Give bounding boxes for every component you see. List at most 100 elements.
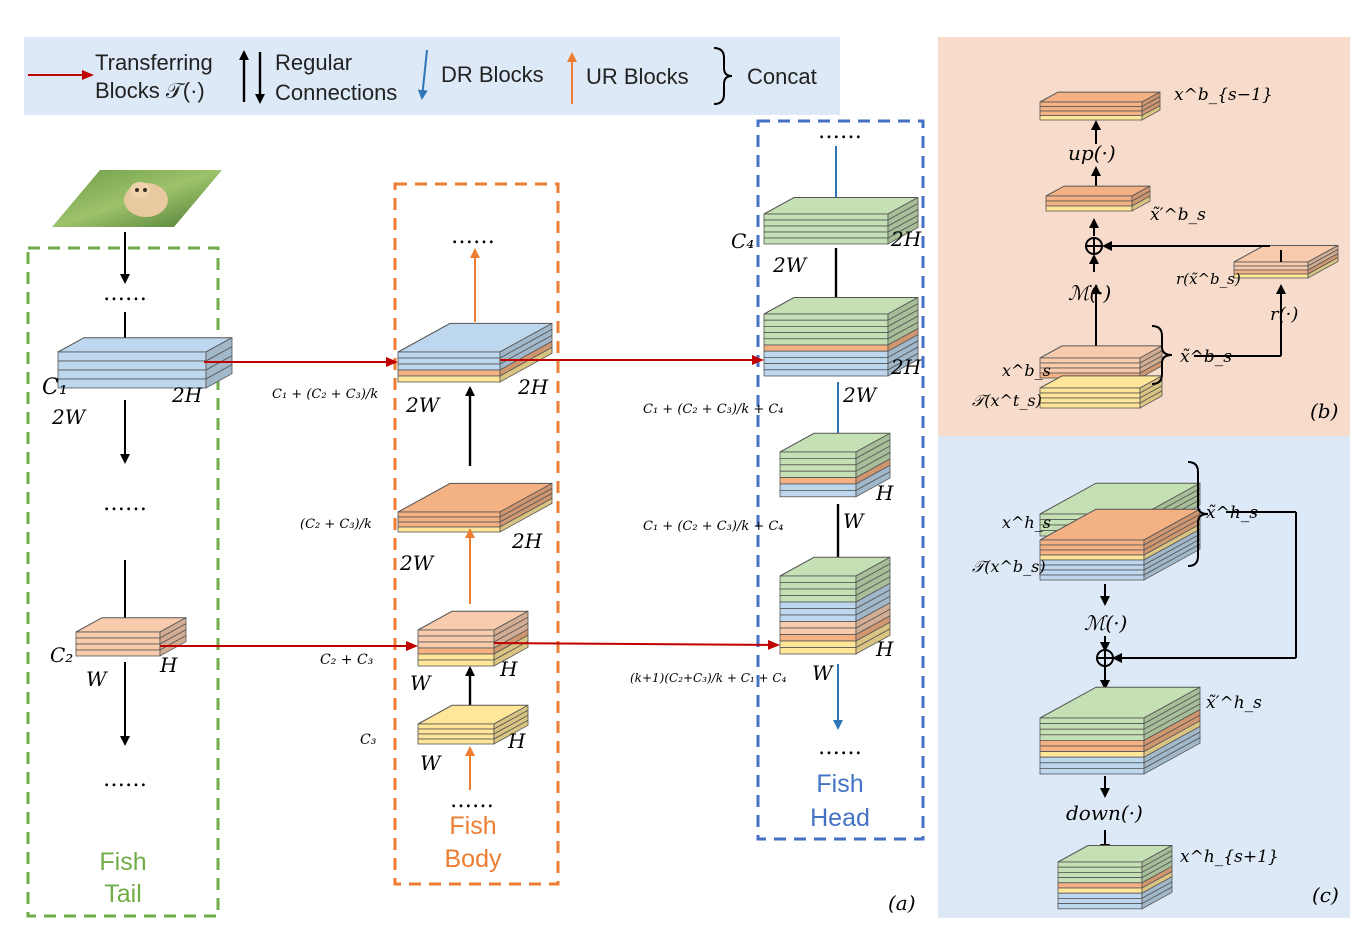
head-last-channel: (k+1)(C₂+C₃)/k + C₁ + C₄: [630, 671, 787, 685]
head-block-last-layer: [779, 627, 857, 635]
c-block-txsb: [1039, 508, 1201, 581]
body-block-small-side-layer: [493, 640, 529, 667]
head-block-last-layer: [779, 575, 857, 583]
legend-ur: UR Blocks: [586, 64, 689, 89]
head-block-big-layer: [763, 369, 889, 377]
fish-head-border: [756, 119, 925, 841]
c-block-mid-layer: [1039, 723, 1145, 730]
c-block-mid-layer: [1039, 762, 1145, 769]
body-block-small: [417, 610, 529, 667]
tail-c2-h: H: [159, 653, 178, 677]
legend-transferring-line1: Transferring: [95, 50, 213, 75]
c-block-mid-layer: [1039, 717, 1145, 724]
b-xsb-label: x^b_s: [1002, 361, 1051, 380]
body-block-top-layer: [397, 363, 501, 371]
head-block-small-layer: [779, 477, 857, 485]
tail-block-c2-layer: [75, 631, 161, 639]
brace-icon: [713, 47, 733, 105]
c-block-bottom-layer: [1057, 898, 1143, 905]
body-block-small-layer: [417, 641, 495, 649]
c-block-mid-side-layer: [1143, 736, 1201, 775]
b-block-top: [1039, 91, 1161, 121]
body-block-mid-layer: [397, 521, 501, 528]
body-block-top-layer: [397, 351, 501, 359]
b-mid-block-label: x̃′^b_s: [1150, 205, 1206, 225]
transfer-arrow-body-head-bottom: [493, 639, 780, 650]
fish-body-border: [393, 182, 560, 886]
head-block-big-layer: [763, 338, 889, 346]
c-down-label: down(·): [1066, 801, 1143, 825]
fish-tail-border: [26, 246, 220, 918]
c-block-txsb-layer: [1039, 564, 1145, 571]
tail-block-c2-layer: [75, 637, 161, 645]
c-block-bottom-layer: [1057, 861, 1143, 868]
body-title-line2: Body: [445, 845, 502, 873]
head-block-c4-layer: [763, 225, 889, 233]
body-block-c3-layer: [417, 738, 495, 745]
tail-block-c1-top-face: [57, 337, 233, 353]
c-block-txsb-layer: [1039, 554, 1145, 561]
body-dots-top: ……: [451, 224, 495, 249]
head-block-last-layer: [779, 608, 857, 616]
c-block-txsb-side-layer: [1143, 543, 1201, 581]
c-block-mid-layer: [1039, 745, 1145, 752]
c-block-bottom-layer: [1057, 887, 1143, 894]
body-top-channel: C₁ + (C₂ + C₃)/k: [272, 387, 378, 402]
b-r-label: r(·): [1270, 304, 1298, 325]
b-concat-label: x̃^b_s: [1180, 347, 1232, 367]
b-block-mid-side-layer: [1131, 195, 1151, 212]
tail-c2-label: C₂: [50, 643, 73, 667]
legend-concat: Concat: [747, 64, 817, 89]
tail-block-c1-layer: [57, 351, 207, 362]
head-block-last-side-layer: [855, 628, 891, 655]
body-block-mid-side-layer: [499, 497, 553, 533]
head-block-small-layer: [779, 489, 857, 498]
head-big-h: 2H: [890, 355, 922, 379]
head-block-big-layer: [763, 350, 889, 358]
head-block-small-side-layer: [855, 471, 891, 498]
b-block-mid-layer: [1045, 205, 1133, 212]
body-block-mid-layer: [397, 516, 501, 523]
head-c4-h: 2H: [890, 227, 922, 251]
c-block-bottom-layer: [1057, 866, 1143, 873]
head-block-big-layer: [763, 319, 889, 327]
head-block-c4-layer: [763, 231, 889, 239]
panel-c-label: (c): [1312, 883, 1339, 907]
c-block-bottom: [1057, 844, 1173, 910]
head-block-c4: [763, 196, 919, 245]
input-cat-image: [52, 170, 222, 227]
body-block-mid-layer: [397, 511, 501, 518]
head-block-small-layer: [779, 451, 857, 459]
body-block-small-layer: [417, 653, 495, 661]
c-block-txsb-layer: [1039, 574, 1145, 581]
b-block-top-layer: [1039, 110, 1143, 116]
b-top-block-label: x^b_{s−1}: [1174, 85, 1273, 105]
head-c4-label: C₄: [731, 229, 754, 253]
b-block-top-layer: [1039, 106, 1143, 112]
b-block-xsb: [1039, 345, 1163, 379]
body-block-c3-layer: [417, 728, 495, 735]
b-block-top-layer: [1039, 101, 1143, 107]
tail-dots-bottom: ……: [103, 767, 147, 792]
body-block-mid-layer: [397, 526, 501, 533]
b-block-txst-side-layer: [1139, 390, 1163, 409]
b-block-xsb-layer: [1039, 367, 1141, 374]
body-block-top: [397, 322, 553, 383]
head-block-small-layer: [779, 464, 857, 472]
b-block-r-layer: [1233, 261, 1309, 267]
body-c3-label: C₃: [360, 732, 377, 748]
c-block-bottom-layer: [1057, 877, 1143, 884]
head-block-last-layer: [779, 634, 857, 642]
b-block-txst: [1039, 375, 1163, 409]
c-block-mid-layer: [1039, 728, 1145, 736]
head-block-small-layer: [779, 483, 857, 491]
body-top-h: 2H: [517, 375, 549, 399]
legend-regular-line1: Regular: [275, 50, 353, 75]
c-block-mid-layer: [1039, 756, 1145, 764]
body-block-small-layer: [417, 635, 495, 643]
b-block-top-layer: [1039, 115, 1143, 121]
c-block-txsb-layer: [1039, 549, 1145, 556]
head-block-last-layer: [779, 647, 857, 655]
body-block-c3-side-layer: [493, 719, 529, 745]
